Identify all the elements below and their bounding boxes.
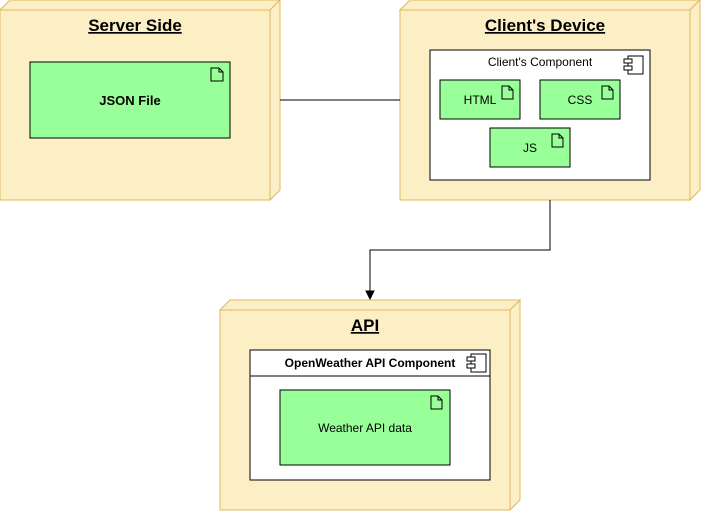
weather-api-data-artifact: Weather API data (279, 389, 451, 466)
document-icon (210, 67, 224, 82)
css-artifact: CSS (539, 79, 621, 120)
clients-device-title: Client's Device (485, 16, 605, 35)
clients-device-node: Client's Device Client's Component HTML … (398, 0, 701, 202)
client-api-connector (369, 200, 551, 293)
document-icon (501, 85, 514, 100)
api-node: API OpenWeather API Component Weather AP… (218, 298, 522, 511)
json-file-label: JSON File (99, 93, 160, 108)
weather-api-data-label: Weather API data (318, 421, 412, 435)
openweather-component-title: OpenWeather API Component (285, 356, 456, 370)
js-label: JS (523, 141, 537, 155)
document-icon (551, 133, 564, 148)
document-icon (601, 85, 614, 100)
js-artifact: JS (489, 127, 571, 168)
component-icon (466, 353, 487, 373)
json-file-artifact: JSON File (29, 61, 231, 139)
html-label: HTML (464, 93, 497, 107)
css-label: CSS (568, 93, 593, 107)
html-artifact: HTML (439, 79, 521, 120)
clients-component-title: Client's Component (488, 55, 593, 69)
clients-component: Client's Component HTML CSS JS (429, 49, 651, 181)
arrowhead (365, 290, 375, 301)
document-icon (430, 395, 443, 410)
api-title: API (351, 316, 379, 335)
openweather-api-component: OpenWeather API Component Weather API da… (249, 349, 491, 481)
server-side-title: Server Side (88, 16, 182, 35)
server-side-node: Server Side JSON File (0, 0, 281, 202)
component-icon (623, 55, 644, 75)
